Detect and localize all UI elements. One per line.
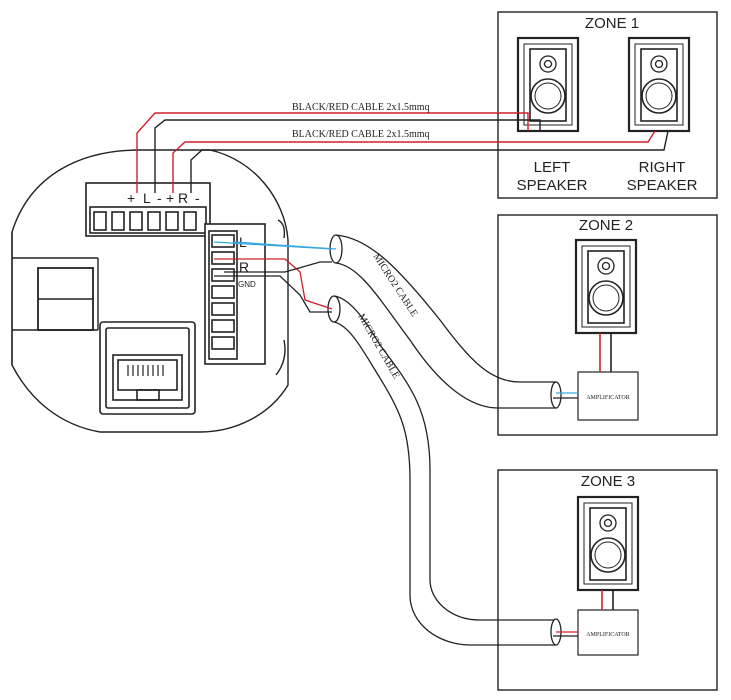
zone-2-amplifier-label: AMPLIFICATOR bbox=[586, 395, 630, 401]
left-speaker-icon bbox=[516, 36, 580, 133]
speaker-terminal-block bbox=[85, 182, 211, 237]
speaker-cable-1-label: BLACK/RED CABLE 2x1.5mmq bbox=[292, 102, 430, 113]
micro-cable-2-label: MICRO2 CABLE bbox=[355, 312, 401, 381]
terminal-label-L: L bbox=[143, 190, 151, 206]
right-speaker-label-line2: SPEAKER bbox=[627, 177, 698, 194]
line-terminal-block bbox=[204, 223, 266, 365]
terminal-label-plus-left: + bbox=[127, 190, 135, 206]
speaker-cable-1 bbox=[136, 112, 541, 193]
terminal-label-line-GND: GND bbox=[238, 280, 256, 289]
zone-3-amplifier bbox=[577, 609, 639, 656]
micro-cable-1-label: MICRO2 CABLE bbox=[370, 252, 419, 319]
line-wires bbox=[213, 241, 333, 313]
zone-2-title: ZONE 2 bbox=[579, 217, 633, 234]
speaker-cable-2 bbox=[172, 130, 669, 193]
terminal-label-minus-right: - bbox=[195, 190, 200, 206]
zone-3-speaker-icon bbox=[576, 495, 640, 592]
micro-cable-2-wires bbox=[553, 631, 578, 637]
zone-2-box bbox=[497, 214, 718, 436]
right-speaker-icon bbox=[627, 36, 691, 133]
zone-3-title: ZONE 3 bbox=[581, 473, 635, 490]
terminal-label-plus-right: + bbox=[166, 190, 174, 206]
left-speaker-label-line1: LEFT bbox=[534, 159, 571, 176]
zone-3-box bbox=[497, 469, 718, 691]
zone-1-title: ZONE 1 bbox=[585, 15, 639, 32]
zone-2-amplifier bbox=[577, 371, 639, 421]
micro-cable-1 bbox=[329, 234, 562, 409]
zone-1-box bbox=[497, 11, 718, 199]
speaker-terminal-labels: + L - + R - bbox=[127, 190, 200, 206]
terminal-label-minus-left: - bbox=[157, 190, 162, 206]
left-speaker-label-line2: SPEAKER bbox=[517, 177, 588, 194]
terminal-label-line-R: R bbox=[239, 259, 249, 275]
right-speaker-label-line1: RIGHT bbox=[639, 159, 686, 176]
ethernet-port bbox=[99, 321, 196, 415]
speaker-cable-2-label: BLACK/RED CABLE 2x1.5mmq bbox=[292, 129, 430, 140]
zone-2-speaker-icon bbox=[574, 238, 638, 335]
zone-3-amplifier-label: AMPLIFICATOR bbox=[586, 632, 630, 638]
terminal-label-R: R bbox=[178, 190, 188, 206]
